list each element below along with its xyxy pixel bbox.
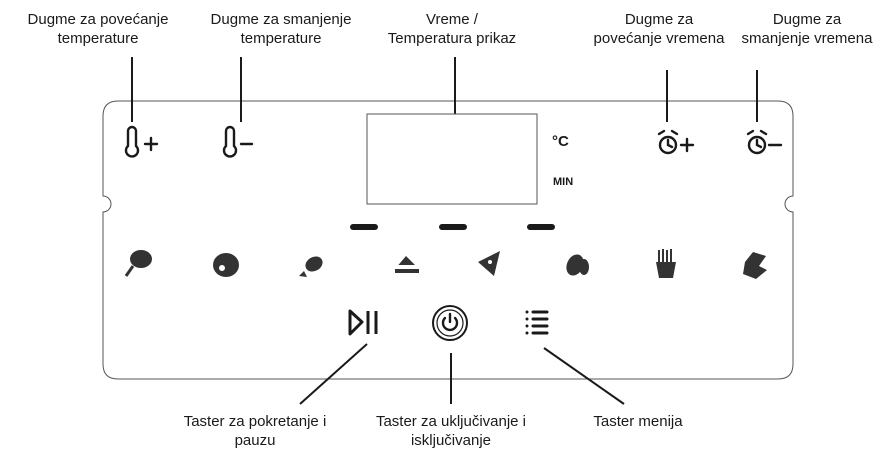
pizza-icon[interactable]: [478, 251, 500, 276]
fish-icon[interactable]: [299, 253, 325, 277]
steak-icon[interactable]: [213, 253, 239, 277]
power-icon[interactable]: [432, 305, 468, 341]
label-time-up: Dugme za povećanje vremena: [593, 11, 725, 47]
alarm-clock-plus-icon[interactable]: [657, 129, 695, 155]
thermometer-minus-icon[interactable]: [222, 125, 254, 158]
alarm-clock-minus-icon[interactable]: [746, 129, 783, 155]
display-window: [366, 113, 538, 205]
cake-icon[interactable]: [395, 256, 419, 273]
play-pause-icon[interactable]: [348, 309, 378, 336]
time-unit-label: MIN: [553, 176, 574, 188]
temperature-unit-label: °C: [552, 133, 569, 150]
chicken-leg-icon[interactable]: [124, 250, 152, 277]
control-panel-outline: [102, 100, 794, 380]
fries-icon[interactable]: [656, 249, 676, 278]
thermometer-plus-icon[interactable]: [124, 125, 159, 158]
bacon-icon[interactable]: [743, 252, 767, 279]
menu-icon[interactable]: [525, 310, 549, 335]
label-menu: Taster menija: [593, 413, 683, 430]
label-temp-up: Dugme za povećanje temperature: [27, 11, 169, 47]
indicator-lights: [350, 224, 555, 230]
vegetables-icon[interactable]: [563, 252, 589, 279]
label-power: Taster za uključivanje i isključivanje: [375, 413, 527, 449]
label-play-pause: Taster za pokretanje i pauzu: [183, 413, 327, 449]
label-display: Vreme / Temperatura prikaz: [387, 11, 517, 47]
leader-lines: [131, 57, 758, 405]
label-time-down: Dugme za smanjenje vremena: [741, 11, 873, 47]
label-temp-down: Dugme za smanjenje temperature: [210, 11, 352, 47]
